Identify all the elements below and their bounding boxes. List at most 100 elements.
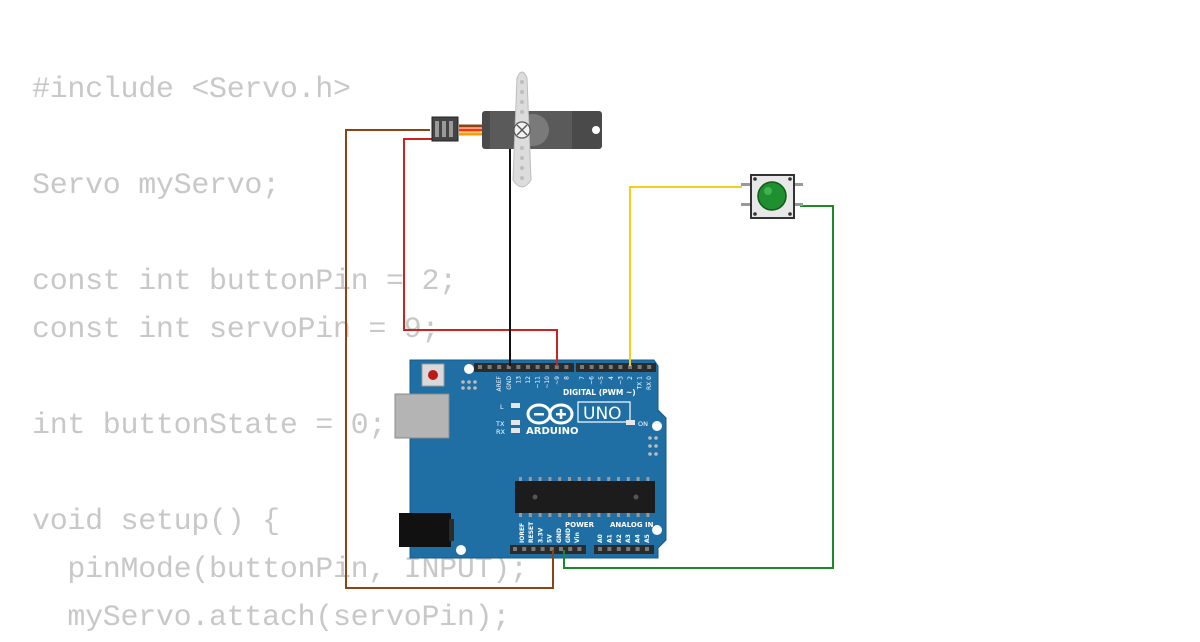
- power-pin-label: IOREF: [519, 523, 526, 543]
- header-pin[interactable]: [589, 365, 594, 369]
- header-pin[interactable]: [607, 547, 612, 551]
- header-pin[interactable]: [522, 547, 527, 551]
- power-led: [626, 420, 635, 425]
- digital-pin-label: 7: [579, 376, 586, 380]
- power-pin-label: Vin: [574, 532, 581, 543]
- wire-servo-gnd[interactable]: [345, 129, 554, 589]
- analog-pin-label: A3: [625, 534, 632, 543]
- header-pin[interactable]: [487, 365, 492, 369]
- code-line: myServo.attach(servoPin);: [32, 601, 510, 635]
- digital-pin-label: ~6: [589, 376, 596, 385]
- header-pin[interactable]: [478, 365, 482, 369]
- digital-pin-label: 8: [563, 376, 570, 380]
- header-pin[interactable]: [645, 547, 649, 551]
- header-pin[interactable]: [564, 365, 569, 369]
- header-pin[interactable]: [549, 547, 554, 551]
- wire-servo-signal[interactable]: [403, 138, 558, 366]
- power-pin-label: GND: [565, 528, 572, 543]
- digital-pin-label: ~9: [554, 376, 561, 385]
- power-pin-label: 5V: [547, 534, 554, 543]
- power-pin-label: GND: [556, 528, 563, 543]
- header-pin[interactable]: [554, 365, 559, 369]
- header-pin[interactable]: [577, 547, 582, 551]
- digital-pin-label: 4: [608, 376, 615, 380]
- header-pin[interactable]: [618, 365, 623, 369]
- analog-pin-label: A4: [635, 534, 642, 543]
- header-pin[interactable]: [540, 547, 545, 551]
- digital-pin-label: TX 1: [637, 376, 644, 391]
- push-button[interactable]: [741, 174, 803, 219]
- header-pin[interactable]: [599, 365, 604, 369]
- header-pin[interactable]: [598, 547, 602, 551]
- mounting-hole: [652, 525, 662, 535]
- digital-pin-label: 2: [627, 376, 634, 380]
- mounting-hole: [652, 421, 662, 431]
- wire-button-power[interactable]: [563, 205, 834, 569]
- code-line: void setup() {: [32, 505, 280, 539]
- header-pin[interactable]: [497, 365, 502, 369]
- digital-pin-label: ~10: [544, 376, 551, 389]
- code-line: Servo myServo;: [32, 169, 280, 203]
- board-brand: ARDUINO: [526, 426, 578, 437]
- digital-pin-label: AREF: [496, 375, 503, 391]
- digital-pin-label: ~3: [617, 376, 624, 385]
- header-pin[interactable]: [637, 365, 642, 369]
- header-pin[interactable]: [608, 365, 613, 369]
- code-line: const int buttonPin = 2;: [32, 265, 457, 299]
- mounting-hole: [464, 364, 474, 374]
- digital-pin-label: 13: [515, 376, 522, 384]
- digital-pin-label: GND: [506, 376, 513, 390]
- analog-pin-label: A1: [606, 534, 613, 543]
- digital-pin-label: ~11: [535, 376, 542, 389]
- power-jack: [399, 513, 451, 547]
- code-line: int buttonState = 0;: [32, 409, 387, 443]
- arduino-logo-icon: [526, 403, 574, 425]
- digital-pin-label: RX 0: [646, 376, 653, 390]
- analog-label: ANALOG IN: [610, 521, 654, 529]
- atmega-chip: [515, 481, 655, 513]
- power-led-label: ON: [638, 420, 648, 428]
- header-pin[interactable]: [626, 547, 631, 551]
- analog-pin-label: A5: [644, 534, 651, 543]
- digital-header-right: [576, 363, 656, 372]
- digital-header-left: [474, 363, 574, 372]
- power-header: [510, 545, 586, 554]
- led-rx: [511, 428, 520, 433]
- header-pin[interactable]: [647, 365, 652, 369]
- analog-pin-label: A2: [616, 534, 623, 543]
- wire-button-signal[interactable]: [629, 186, 742, 366]
- header-pin[interactable]: [535, 365, 540, 369]
- header-pin[interactable]: [531, 547, 536, 551]
- usb-port: [394, 393, 450, 439]
- power-label: POWER: [565, 521, 595, 529]
- header-pin[interactable]: [635, 547, 640, 551]
- header-pin[interactable]: [616, 547, 621, 551]
- servo-motor[interactable]: [431, 71, 602, 188]
- header-pin[interactable]: [559, 547, 563, 551]
- header-pin[interactable]: [516, 365, 521, 369]
- header-pin[interactable]: [568, 547, 573, 551]
- led-rx-label: RX: [496, 428, 506, 436]
- digital-header-label: DIGITAL (PWM ~): [563, 388, 636, 397]
- digital-pin-label: ~5: [598, 376, 605, 385]
- led-tx-label: TX: [495, 420, 505, 428]
- digital-pin-label: 12: [525, 376, 532, 384]
- board-model: UNO: [583, 404, 622, 424]
- header-pin[interactable]: [526, 365, 530, 369]
- header-pin[interactable]: [580, 365, 584, 369]
- header-pin[interactable]: [628, 365, 632, 369]
- mounting-hole: [456, 545, 466, 555]
- led-l-label: L: [500, 403, 504, 411]
- analog-pin-label: A0: [597, 534, 604, 543]
- header-pin[interactable]: [513, 547, 517, 551]
- icsp-header: [461, 380, 658, 456]
- led-l: [511, 403, 520, 408]
- header-pin[interactable]: [545, 365, 550, 369]
- code-line: #include <Servo.h>: [32, 73, 351, 107]
- header-pin[interactable]: [506, 365, 511, 369]
- led-tx: [511, 420, 520, 425]
- push-button-cap[interactable]: [757, 181, 787, 211]
- power-pin-label: RESET: [528, 521, 535, 543]
